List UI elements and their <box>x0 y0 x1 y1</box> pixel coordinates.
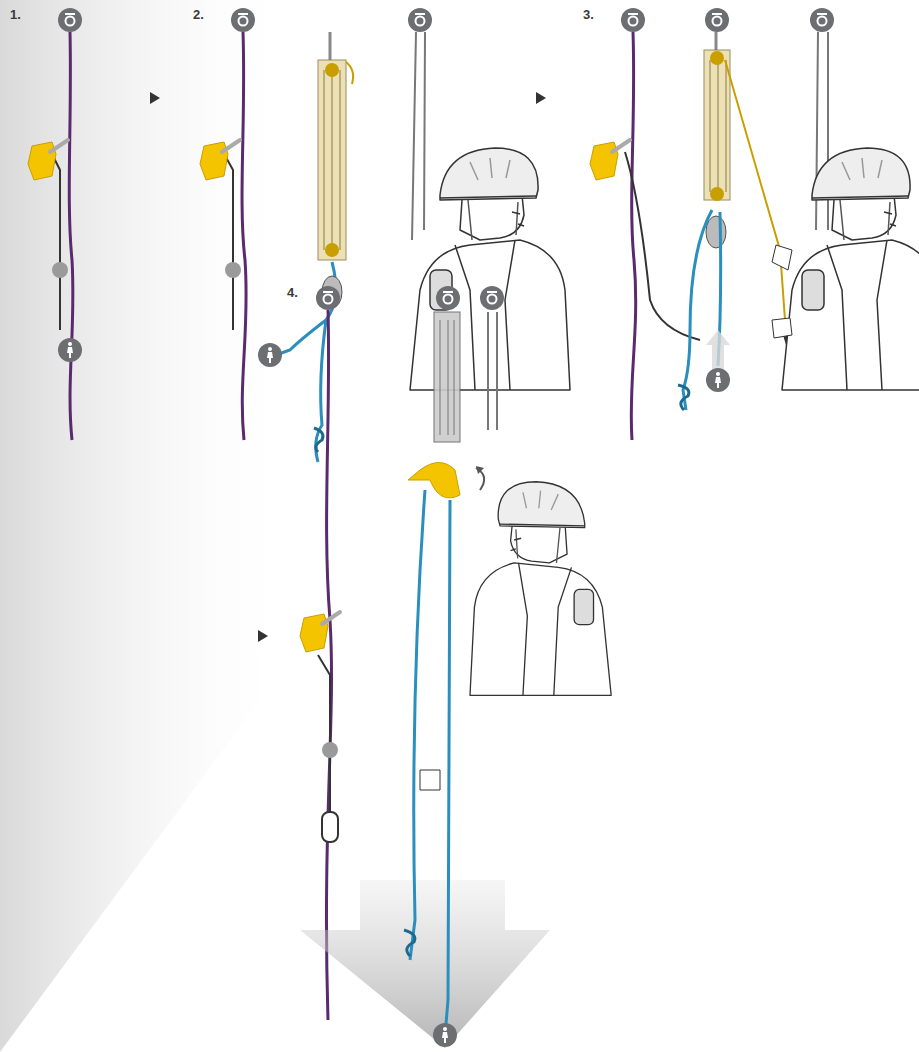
step-4 <box>258 286 611 1048</box>
background-wash <box>0 0 300 1052</box>
step-1 <box>28 8 160 440</box>
step-number: 2. <box>193 7 204 22</box>
step-number: 1. <box>10 7 21 22</box>
step-number: 3. <box>583 7 594 22</box>
step-3 <box>590 8 919 440</box>
step-2 <box>200 8 570 462</box>
step-number: 4. <box>287 285 298 300</box>
